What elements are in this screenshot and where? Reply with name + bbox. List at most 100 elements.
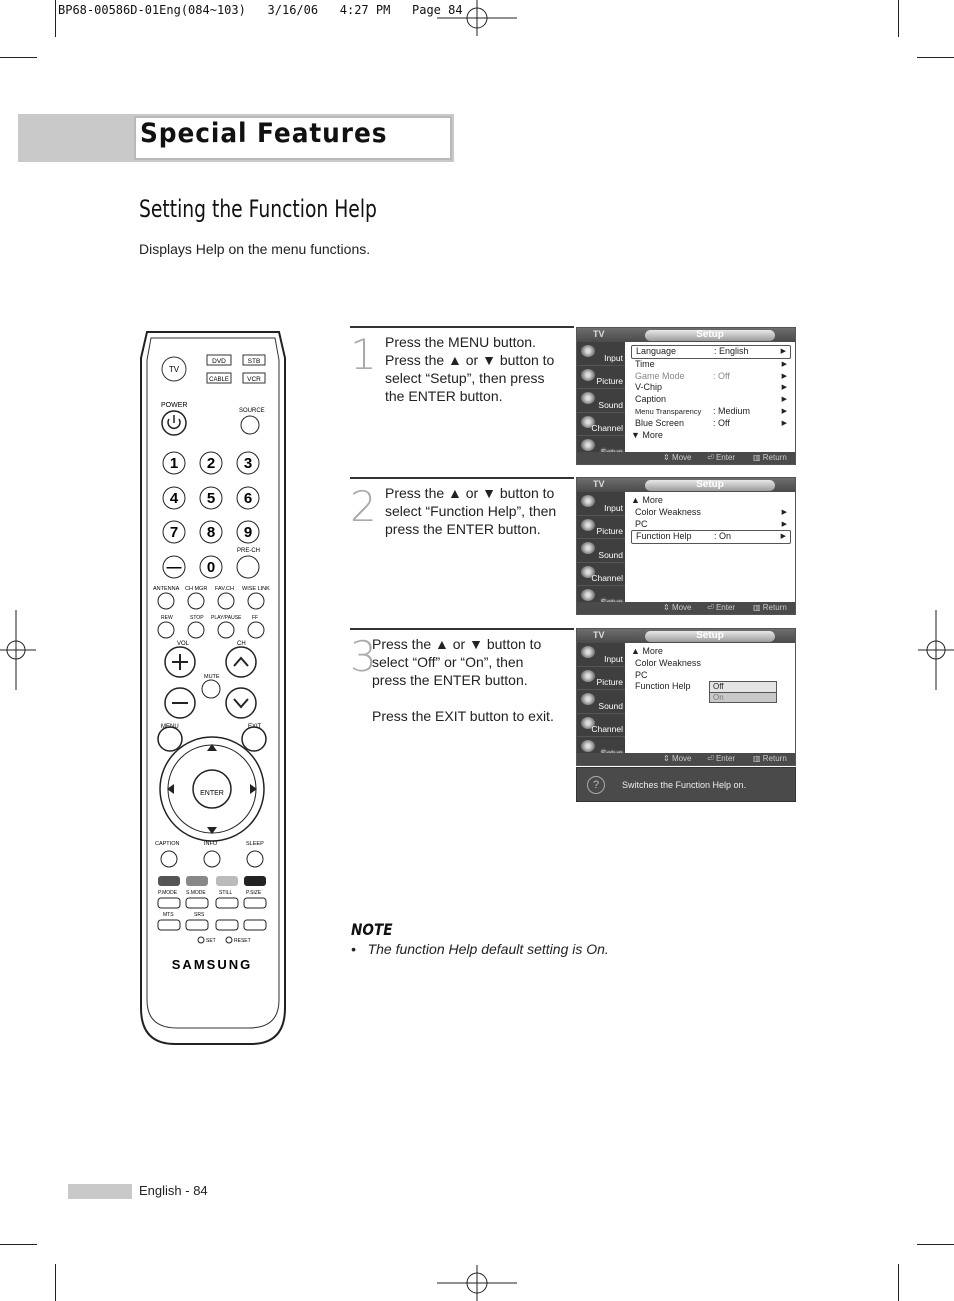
- arrow-right-icon: ▶: [781, 520, 787, 528]
- osd-row-caption[interactable]: Caption▶: [635, 394, 787, 405]
- picture-icon: [581, 518, 595, 531]
- osd-tab-channel[interactable]: Channel: [577, 413, 625, 436]
- section-box: [134, 116, 452, 160]
- osd-tab-input[interactable]: Input: [577, 492, 625, 516]
- svg-text:STILL: STILL: [219, 890, 233, 896]
- osd-title-bar: [645, 330, 775, 341]
- svg-text:—: —: [167, 559, 182, 576]
- remote-lower-labels: CAPTION INFO SLEEP: [155, 841, 264, 847]
- osd-row-pc[interactable]: PC: [635, 669, 648, 680]
- crop-mark: [0, 57, 37, 58]
- function-help-bar: ? Switches the Function Help on.: [576, 767, 796, 802]
- osd-footer-enter: ⏎ Enter: [707, 453, 736, 462]
- channel-icon: [581, 415, 595, 428]
- osd-option-popup: Off On: [709, 681, 777, 703]
- arrow-right-icon: ▶: [781, 396, 787, 404]
- osd-tv-label: TV: [593, 630, 605, 640]
- osd-row-time[interactable]: Time▶: [635, 358, 787, 369]
- svg-text:REW: REW: [161, 615, 173, 621]
- remote-ch-label: CH: [237, 641, 246, 647]
- osd-tab-picture[interactable]: Picture: [577, 366, 625, 389]
- svg-text:9: 9: [244, 524, 252, 541]
- registration-mark-bottom: [437, 1265, 517, 1301]
- svg-text:P.SIZE: P.SIZE: [246, 890, 262, 896]
- osd-row-color-weakness[interactable]: Color Weakness▶: [635, 506, 787, 517]
- osd-tab-picture[interactable]: Picture: [577, 667, 625, 690]
- svg-text:ANTENNA: ANTENNA: [153, 586, 180, 592]
- step-1-paragraph: Press the MENU button. Press the ▲ or ▼ …: [385, 334, 555, 404]
- osd-tab-sound[interactable]: Sound: [577, 389, 625, 413]
- crop-mark: [0, 1244, 37, 1245]
- osd-tab-input[interactable]: Input: [577, 342, 625, 366]
- crop-mark: [898, 0, 899, 37]
- osd-title-bar: [645, 631, 775, 642]
- remote-set-label: SET: [206, 938, 216, 944]
- osd-screen-3: TV Setup Input Picture Sound Channel Set…: [576, 628, 796, 766]
- arrow-right-icon: ▶: [780, 533, 786, 541]
- remote-stb-label: STB: [248, 358, 261, 365]
- step-3-number: 3: [350, 632, 377, 681]
- osd-screen-2: TV Setup Input Picture Sound Channel Set…: [576, 477, 796, 615]
- svg-text:SLEEP: SLEEP: [246, 841, 264, 847]
- osd-tab-channel[interactable]: Channel: [577, 563, 625, 586]
- osd-header: TV Setup: [577, 328, 795, 342]
- step-3-rule: [350, 628, 574, 630]
- osd-row-function-help[interactable]: Function Help: On▶: [631, 530, 791, 545]
- registration-mark-right: [918, 610, 954, 690]
- osd-row-color-weakness[interactable]: Color Weakness: [635, 657, 701, 668]
- osd-footer-enter: ⏎ Enter: [707, 754, 736, 763]
- osd-row-function-help[interactable]: Function Help: [635, 681, 691, 692]
- osd-tab-sound[interactable]: Sound: [577, 690, 625, 714]
- osd-option-off[interactable]: Off: [710, 682, 776, 692]
- osd-tab-input[interactable]: Input: [577, 643, 625, 667]
- remote-source-label: SOURCE: [239, 408, 265, 414]
- remote-function-labels: ANTENNA CH MGR FAV.CH WISE LINK: [153, 586, 270, 592]
- samsung-logo: SAMSUNG: [172, 957, 252, 972]
- osd-footer: ⇕ Move ⏎ Enter ▥ Return: [577, 452, 795, 464]
- osd-row-more[interactable]: ▲ More: [631, 495, 663, 505]
- osd-row-pc[interactable]: PC▶: [635, 518, 787, 529]
- osd-menu-list: ▲ More Color Weakness PC Function Help O…: [625, 643, 795, 753]
- svg-text:0: 0: [207, 559, 215, 576]
- osd-sidebar: Input Picture Sound Channel Setup: [577, 643, 625, 761]
- osd-row-game-mode[interactable]: Game Mode: Off▶: [635, 370, 787, 381]
- osd-footer-move: ⇕ Move: [663, 754, 692, 763]
- osd-row-menu-transparency[interactable]: Menu Transparency: Medium▶: [635, 405, 787, 416]
- remote-vol-label: VOL: [177, 641, 190, 647]
- osd-row-more[interactable]: ▼ More: [631, 429, 663, 440]
- setup-icon: [581, 439, 595, 451]
- osd-row-language[interactable]: Language: English▶: [631, 345, 791, 359]
- osd-row-vchip[interactable]: V-Chip▶: [635, 382, 787, 393]
- osd-footer-move: ⇕ Move: [663, 603, 692, 612]
- remote-enter-label: ENTER: [200, 790, 224, 797]
- osd-tab-sound[interactable]: Sound: [577, 539, 625, 563]
- osd-menu-list: ▲ More Color Weakness▶ PC▶ Function Help…: [625, 492, 795, 602]
- svg-text:S.MODE: S.MODE: [186, 890, 206, 896]
- osd-tab-channel[interactable]: Channel: [577, 714, 625, 737]
- osd-header: TV Setup: [577, 629, 795, 643]
- osd-title: Setup: [696, 630, 724, 641]
- crop-mark: [917, 57, 954, 58]
- osd-footer-return: ▥ Return: [753, 603, 787, 612]
- osd-footer-enter: ⏎ Enter: [707, 603, 736, 612]
- osd-tv-label: TV: [593, 479, 605, 489]
- svg-text:CH MGR: CH MGR: [185, 586, 207, 592]
- setup-icon: [581, 740, 595, 752]
- osd-title-bar: [645, 480, 775, 491]
- osd-row-blue-screen[interactable]: Blue Screen: Off▶: [635, 417, 787, 428]
- osd-option-on[interactable]: On: [710, 691, 776, 702]
- step-2-number: 2: [350, 482, 377, 531]
- remote-prech-label: PRE-CH: [237, 548, 260, 554]
- remote-transport-labels: REW STOP PLAY/PAUSE FF: [161, 615, 258, 621]
- crop-mark: [55, 1264, 56, 1301]
- svg-text:PLAY/PAUSE: PLAY/PAUSE: [211, 615, 242, 621]
- osd-header: TV Setup: [577, 478, 795, 492]
- remote-digit-buttons: 1 2 3 4 5 6 7 8 9 — 0: [162, 451, 260, 579]
- picture-icon: [581, 669, 595, 682]
- svg-text:FF: FF: [252, 615, 258, 621]
- svg-text:CAPTION: CAPTION: [155, 841, 179, 847]
- input-icon: [581, 345, 595, 357]
- osd-tab-picture[interactable]: Picture: [577, 516, 625, 539]
- input-icon: [581, 646, 595, 658]
- osd-row-more[interactable]: ▲ More: [631, 646, 663, 656]
